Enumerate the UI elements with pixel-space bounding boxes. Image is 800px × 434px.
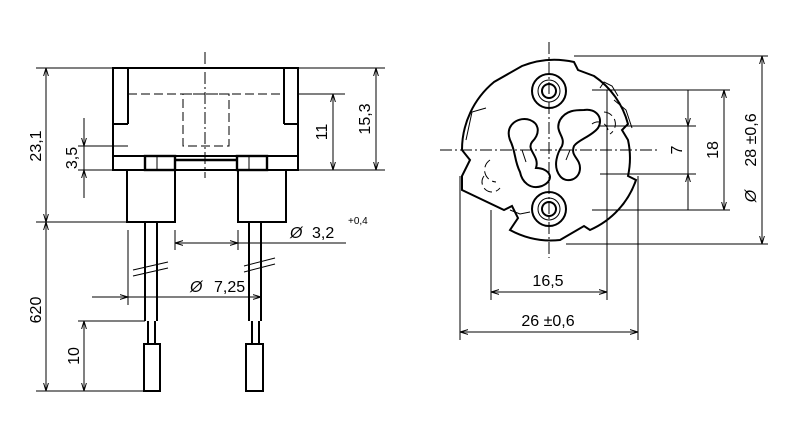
side-view: 23,1 620 3,5 10 11 15,3 Ø 3,2 +0,4 Ø 7,2… xyxy=(28,52,385,392)
dim-inner-height-label: 18 xyxy=(705,141,722,159)
pin-right xyxy=(237,169,287,392)
slot-right xyxy=(555,108,602,182)
dim-pin-diameter-label: 3,2 xyxy=(312,225,334,242)
dim-overall-height-label: 23,1 xyxy=(28,130,45,161)
dim-lead-length-label: 620 xyxy=(28,297,45,324)
slot-left xyxy=(507,118,551,188)
dim-upper-height-label: 11 xyxy=(314,124,331,141)
dim-outer-diameter-symbol: Ø xyxy=(743,188,760,203)
lead-break-marks xyxy=(132,257,276,277)
dim-pin-spacing-symbol: Ø xyxy=(189,279,204,296)
dim-flange-height-label: 3,5 xyxy=(64,147,81,169)
dim-pin-diameter-symbol: Ø xyxy=(289,225,304,242)
dim-body-height-label: 15,3 xyxy=(357,103,374,134)
dim-pin-spacing-label: 7,25 xyxy=(214,279,245,296)
dim-outer-diameter-label: 28 ±0,6 xyxy=(743,113,760,166)
pin-left xyxy=(126,169,176,392)
dim-slot-height-label: 7 xyxy=(669,145,686,154)
dim-outer-width-label: 26 ±0,6 xyxy=(521,313,574,330)
dim-hole-spacing-label: 16,5 xyxy=(532,273,563,290)
front-view: 16,5 26 ±0,6 7 18 Ø 28 ±0,6 xyxy=(440,42,768,340)
dim-lead-end-length-label: 10 xyxy=(66,347,83,365)
dim-pin-diameter-tol: +0,4 xyxy=(348,216,368,227)
